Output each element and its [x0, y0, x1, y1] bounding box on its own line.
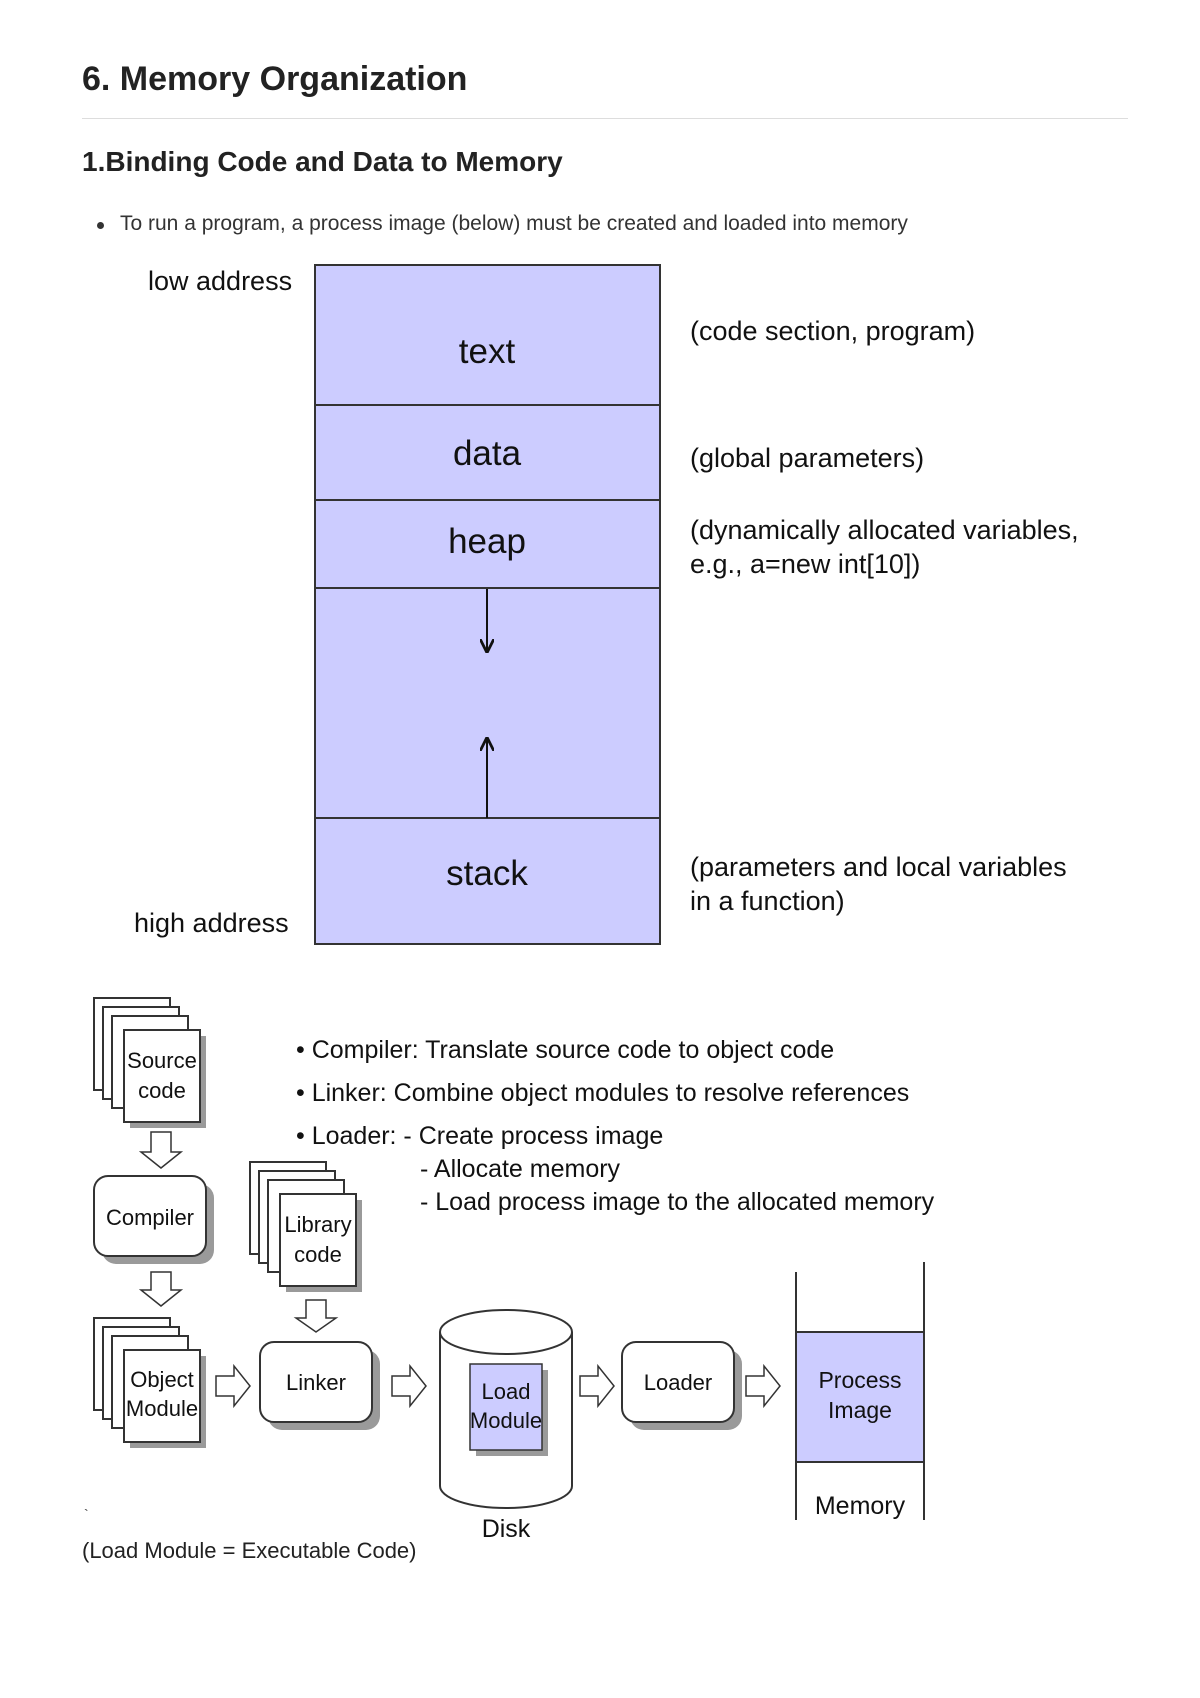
- bullet-list: To run a program, a process image (below…: [82, 212, 908, 236]
- segment-data-label: data: [453, 434, 522, 473]
- source-code-documents: Source code: [93, 997, 206, 1128]
- process-image-label-line2: Image: [828, 1397, 892, 1423]
- segment-stack-note-line2: in a function): [690, 886, 845, 916]
- disk-label: Disk: [482, 1515, 531, 1543]
- compiler-label: Compiler: [106, 1205, 194, 1230]
- title-divider: [82, 118, 1128, 119]
- library-code-label-line1: Library: [284, 1212, 351, 1237]
- low-address-label: low address: [148, 266, 292, 296]
- source-code-label-line1: Source: [127, 1048, 197, 1073]
- footnote: (Load Module = Executable Code): [82, 1538, 417, 1563]
- build-flow-diagram: • Compiler: Translate source code to obj…: [93, 997, 935, 1543]
- loader-box: Loader: [621, 1341, 742, 1430]
- segment-heap-note-line2: e.g., a=new int[10]): [690, 549, 920, 579]
- memory-column: Process Image Memory: [795, 1262, 925, 1520]
- segment-heap-note-line1: (dynamically allocated variables,: [690, 515, 1079, 545]
- load-module-label-line1: Load: [482, 1379, 531, 1404]
- source-code-label-line2: code: [138, 1078, 186, 1103]
- segment-stack: [314, 817, 661, 945]
- object-module-label-line1: Object: [130, 1367, 194, 1392]
- segment-heap: [314, 499, 661, 589]
- down-arrow-icon: [293, 1299, 339, 1333]
- right-arrow-icon: [215, 1363, 251, 1409]
- down-arrow-icon: [138, 1131, 184, 1169]
- down-arrow-icon: [138, 1271, 184, 1307]
- right-arrow-icon: [579, 1363, 615, 1409]
- process-image-label-line1: Process: [818, 1367, 901, 1393]
- object-module-documents: Object Module: [93, 1317, 206, 1448]
- library-code-label-line2: code: [294, 1242, 342, 1267]
- segment-data-note: (global parameters): [690, 443, 924, 473]
- segment-stack-label: stack: [446, 854, 528, 893]
- disk-cylinder: Load Module Disk: [439, 1309, 573, 1543]
- right-arrow-icon: [745, 1363, 781, 1409]
- library-code-documents: Library code: [249, 1161, 362, 1292]
- page-title: 6. Memory Organization: [82, 60, 468, 98]
- high-address-label: high address: [134, 908, 289, 938]
- loader-label: Loader: [644, 1370, 713, 1395]
- segment-stack-note-line1: (parameters and local variables: [690, 852, 1067, 882]
- linker-box: Linker: [259, 1341, 380, 1430]
- stray-mark: `: [84, 1506, 89, 1522]
- segment-text-note: (code section, program): [690, 316, 975, 346]
- compiler-box: Compiler: [93, 1175, 214, 1264]
- load-module-box: [469, 1363, 543, 1451]
- segment-heap-label: heap: [448, 522, 526, 561]
- object-module-label-line2: Module: [126, 1396, 198, 1421]
- linker-label: Linker: [286, 1370, 346, 1395]
- load-module-label-line2: Module: [470, 1408, 542, 1433]
- right-arrow-icon: [391, 1363, 427, 1409]
- segment-text-label: text: [459, 332, 516, 371]
- flow-note-load-image: - Load process image to the allocated me…: [420, 1188, 935, 1216]
- process-image-layout: low address high address text data heap …: [134, 264, 1079, 945]
- flow-note-allocate: - Allocate memory: [420, 1155, 621, 1183]
- memory-label: Memory: [815, 1492, 906, 1520]
- flow-note-loader: • Loader: - Create process image: [296, 1122, 663, 1150]
- flow-note-linker: • Linker: Combine object modules to reso…: [296, 1079, 909, 1107]
- process-image-box: [795, 1331, 925, 1463]
- bullet-item: To run a program, a process image (below…: [82, 212, 908, 236]
- flow-note-compiler: • Compiler: Translate source code to obj…: [296, 1036, 834, 1064]
- section-title: 1.Binding Code and Data to Memory: [82, 146, 563, 177]
- segment-data: [314, 404, 661, 501]
